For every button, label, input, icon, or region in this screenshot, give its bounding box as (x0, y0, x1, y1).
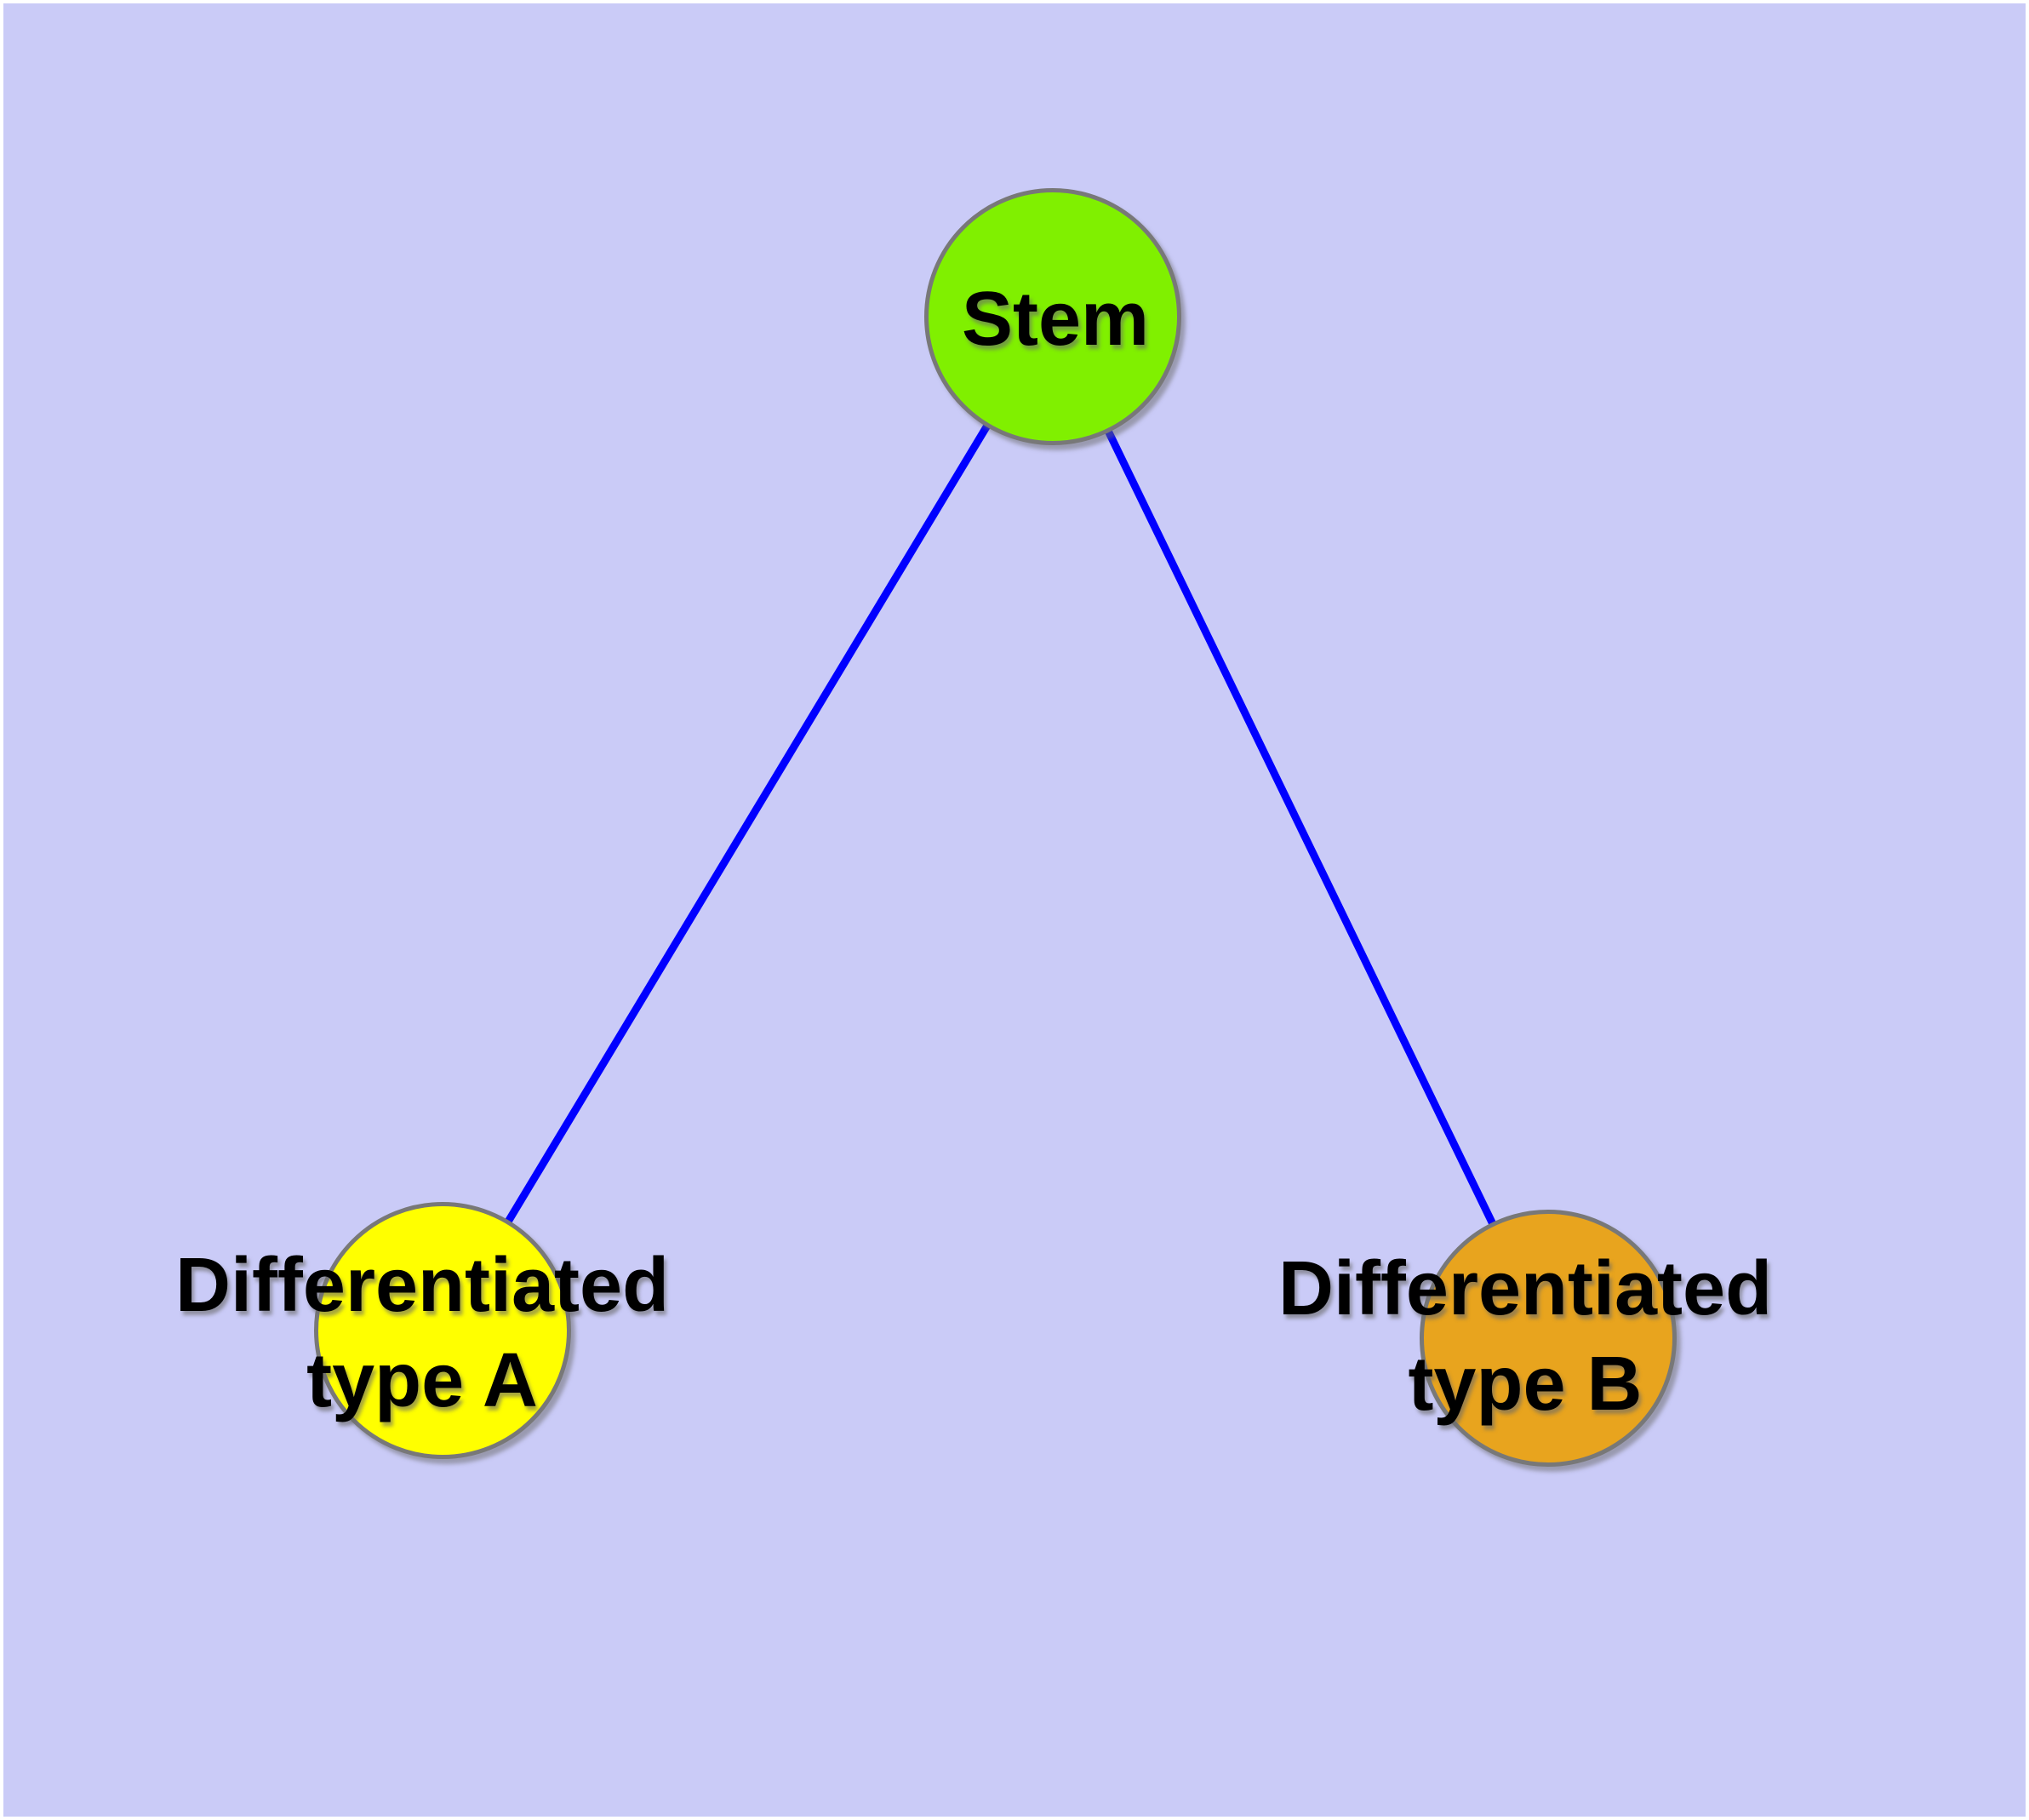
node-differentiated-type-a (314, 1202, 571, 1459)
node-stem (924, 188, 1181, 445)
label-line: type A (306, 1338, 538, 1423)
label-line: Stem (961, 277, 1150, 362)
label-line: type B (1408, 1342, 1643, 1427)
node-stem-label: Stem (962, 272, 1149, 367)
edge-stem-to-type-a (439, 314, 1056, 1333)
label-line: Differentiated (1277, 1246, 1773, 1331)
label-line: Differentiated (174, 1243, 670, 1328)
node-differentiated-type-b-label: Differentiated type B (1278, 1241, 1772, 1432)
node-differentiated-type-b (1420, 1210, 1677, 1467)
edge-stem-to-type-b (1049, 315, 1552, 1340)
node-differentiated-type-a-label: Differentiated type A (175, 1238, 669, 1428)
